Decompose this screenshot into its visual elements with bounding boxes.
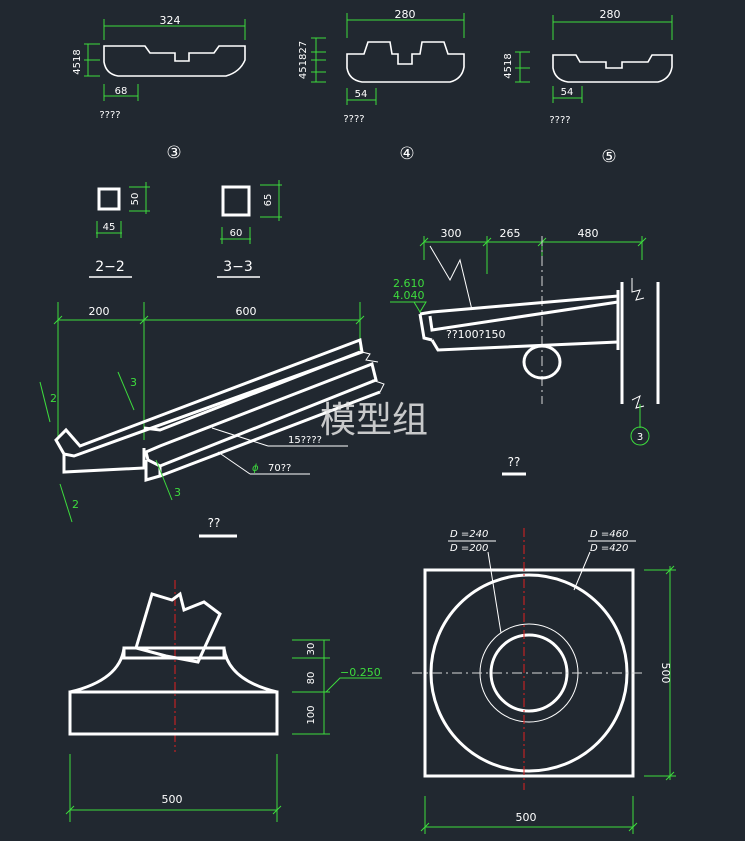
dim-80: 80 bbox=[306, 672, 317, 685]
elevation-2610: 2.610 bbox=[393, 277, 425, 290]
dim-280-b: 280 bbox=[600, 8, 621, 21]
section-3-detail: 324 4518 68 ???? ③ bbox=[72, 14, 246, 163]
dia-200: D =200 bbox=[450, 543, 488, 554]
dim-54-a: 54 bbox=[355, 89, 368, 100]
section-mark-3-upper: 3 bbox=[130, 376, 137, 389]
label-3-3: 3−3 bbox=[223, 259, 253, 275]
axis-label-3: 3 bbox=[637, 432, 643, 443]
dim-480: 480 bbox=[578, 227, 599, 240]
dim-500-right-h: 500 bbox=[516, 811, 537, 824]
dim-324: 324 bbox=[160, 14, 181, 27]
note-70: 70?? bbox=[268, 463, 291, 474]
dim-265: 265 bbox=[500, 227, 521, 240]
view-title-right: ?? bbox=[508, 455, 521, 469]
base-plan: D =240 D =200 D =460 D =420 500 500 bbox=[412, 528, 676, 834]
dim-45-18-a: 4518 bbox=[72, 49, 83, 74]
dim-500-right-v: 500 bbox=[659, 663, 672, 684]
callout-4: ④ bbox=[399, 144, 414, 164]
dim-68: 68 bbox=[115, 86, 128, 97]
section-2-2: 50 45 2−2 bbox=[89, 182, 150, 278]
dim-4518-27: 451827 bbox=[298, 41, 309, 79]
base-elevation: 500 30 80 100 −0.250 bbox=[65, 580, 382, 822]
dia-240: D =240 bbox=[450, 529, 488, 540]
phi-symbol: ϕ bbox=[252, 463, 259, 474]
dim-45: 45 bbox=[103, 222, 116, 233]
label-q1: ???? bbox=[99, 110, 120, 121]
section-mark-2-upper: 2 bbox=[50, 392, 57, 405]
dim-65: 65 bbox=[263, 194, 274, 207]
section-5-detail: 280 4518 54 ???? ⑤ bbox=[503, 8, 673, 167]
label-q3: ???? bbox=[549, 115, 570, 126]
label-q2: ???? bbox=[343, 114, 364, 125]
dim-60: 60 bbox=[230, 228, 243, 239]
dim-100: 100 bbox=[306, 705, 317, 724]
label-2-2: 2−2 bbox=[95, 259, 125, 275]
note-15: 15???? bbox=[288, 435, 322, 446]
dim-50: 50 bbox=[130, 193, 141, 206]
cantilever-view: 300 265 480 3 2.610 4.040 ??100?150 ?? bbox=[390, 227, 660, 476]
section-mark-2-lower: 2 bbox=[72, 498, 79, 511]
dim-280-a: 280 bbox=[395, 8, 416, 21]
dim-54-b: 54 bbox=[561, 87, 574, 98]
dia-420: D =420 bbox=[590, 543, 628, 554]
level-minus-0250: −0.250 bbox=[340, 666, 381, 679]
watermark: 模型组 bbox=[320, 400, 428, 441]
dia-460: D =460 bbox=[590, 529, 628, 540]
dim-500-left: 500 bbox=[162, 793, 183, 806]
view-title-left: ?? bbox=[208, 516, 221, 530]
section-mark-3-lower: 3 bbox=[174, 486, 181, 499]
callout-3: ③ bbox=[166, 143, 181, 163]
section-3-3: 65 60 3−3 bbox=[217, 180, 282, 278]
sloped-gutter-view: 200 600 2 2 3 3 15???? ϕ 70?? ?? bbox=[39, 302, 385, 538]
callout-5: ⑤ bbox=[601, 147, 616, 167]
label-pipe: ??100?150 bbox=[446, 328, 506, 341]
dim-300: 300 bbox=[441, 227, 462, 240]
dim-30: 30 bbox=[306, 643, 317, 656]
section-4-detail: 280 451827 54 ???? ④ bbox=[298, 8, 465, 164]
dim-600: 600 bbox=[236, 305, 257, 318]
dim-200-top: 200 bbox=[89, 305, 110, 318]
elevation-4040: 4.040 bbox=[393, 289, 425, 302]
dim-45-18-b: 4518 bbox=[503, 53, 514, 78]
